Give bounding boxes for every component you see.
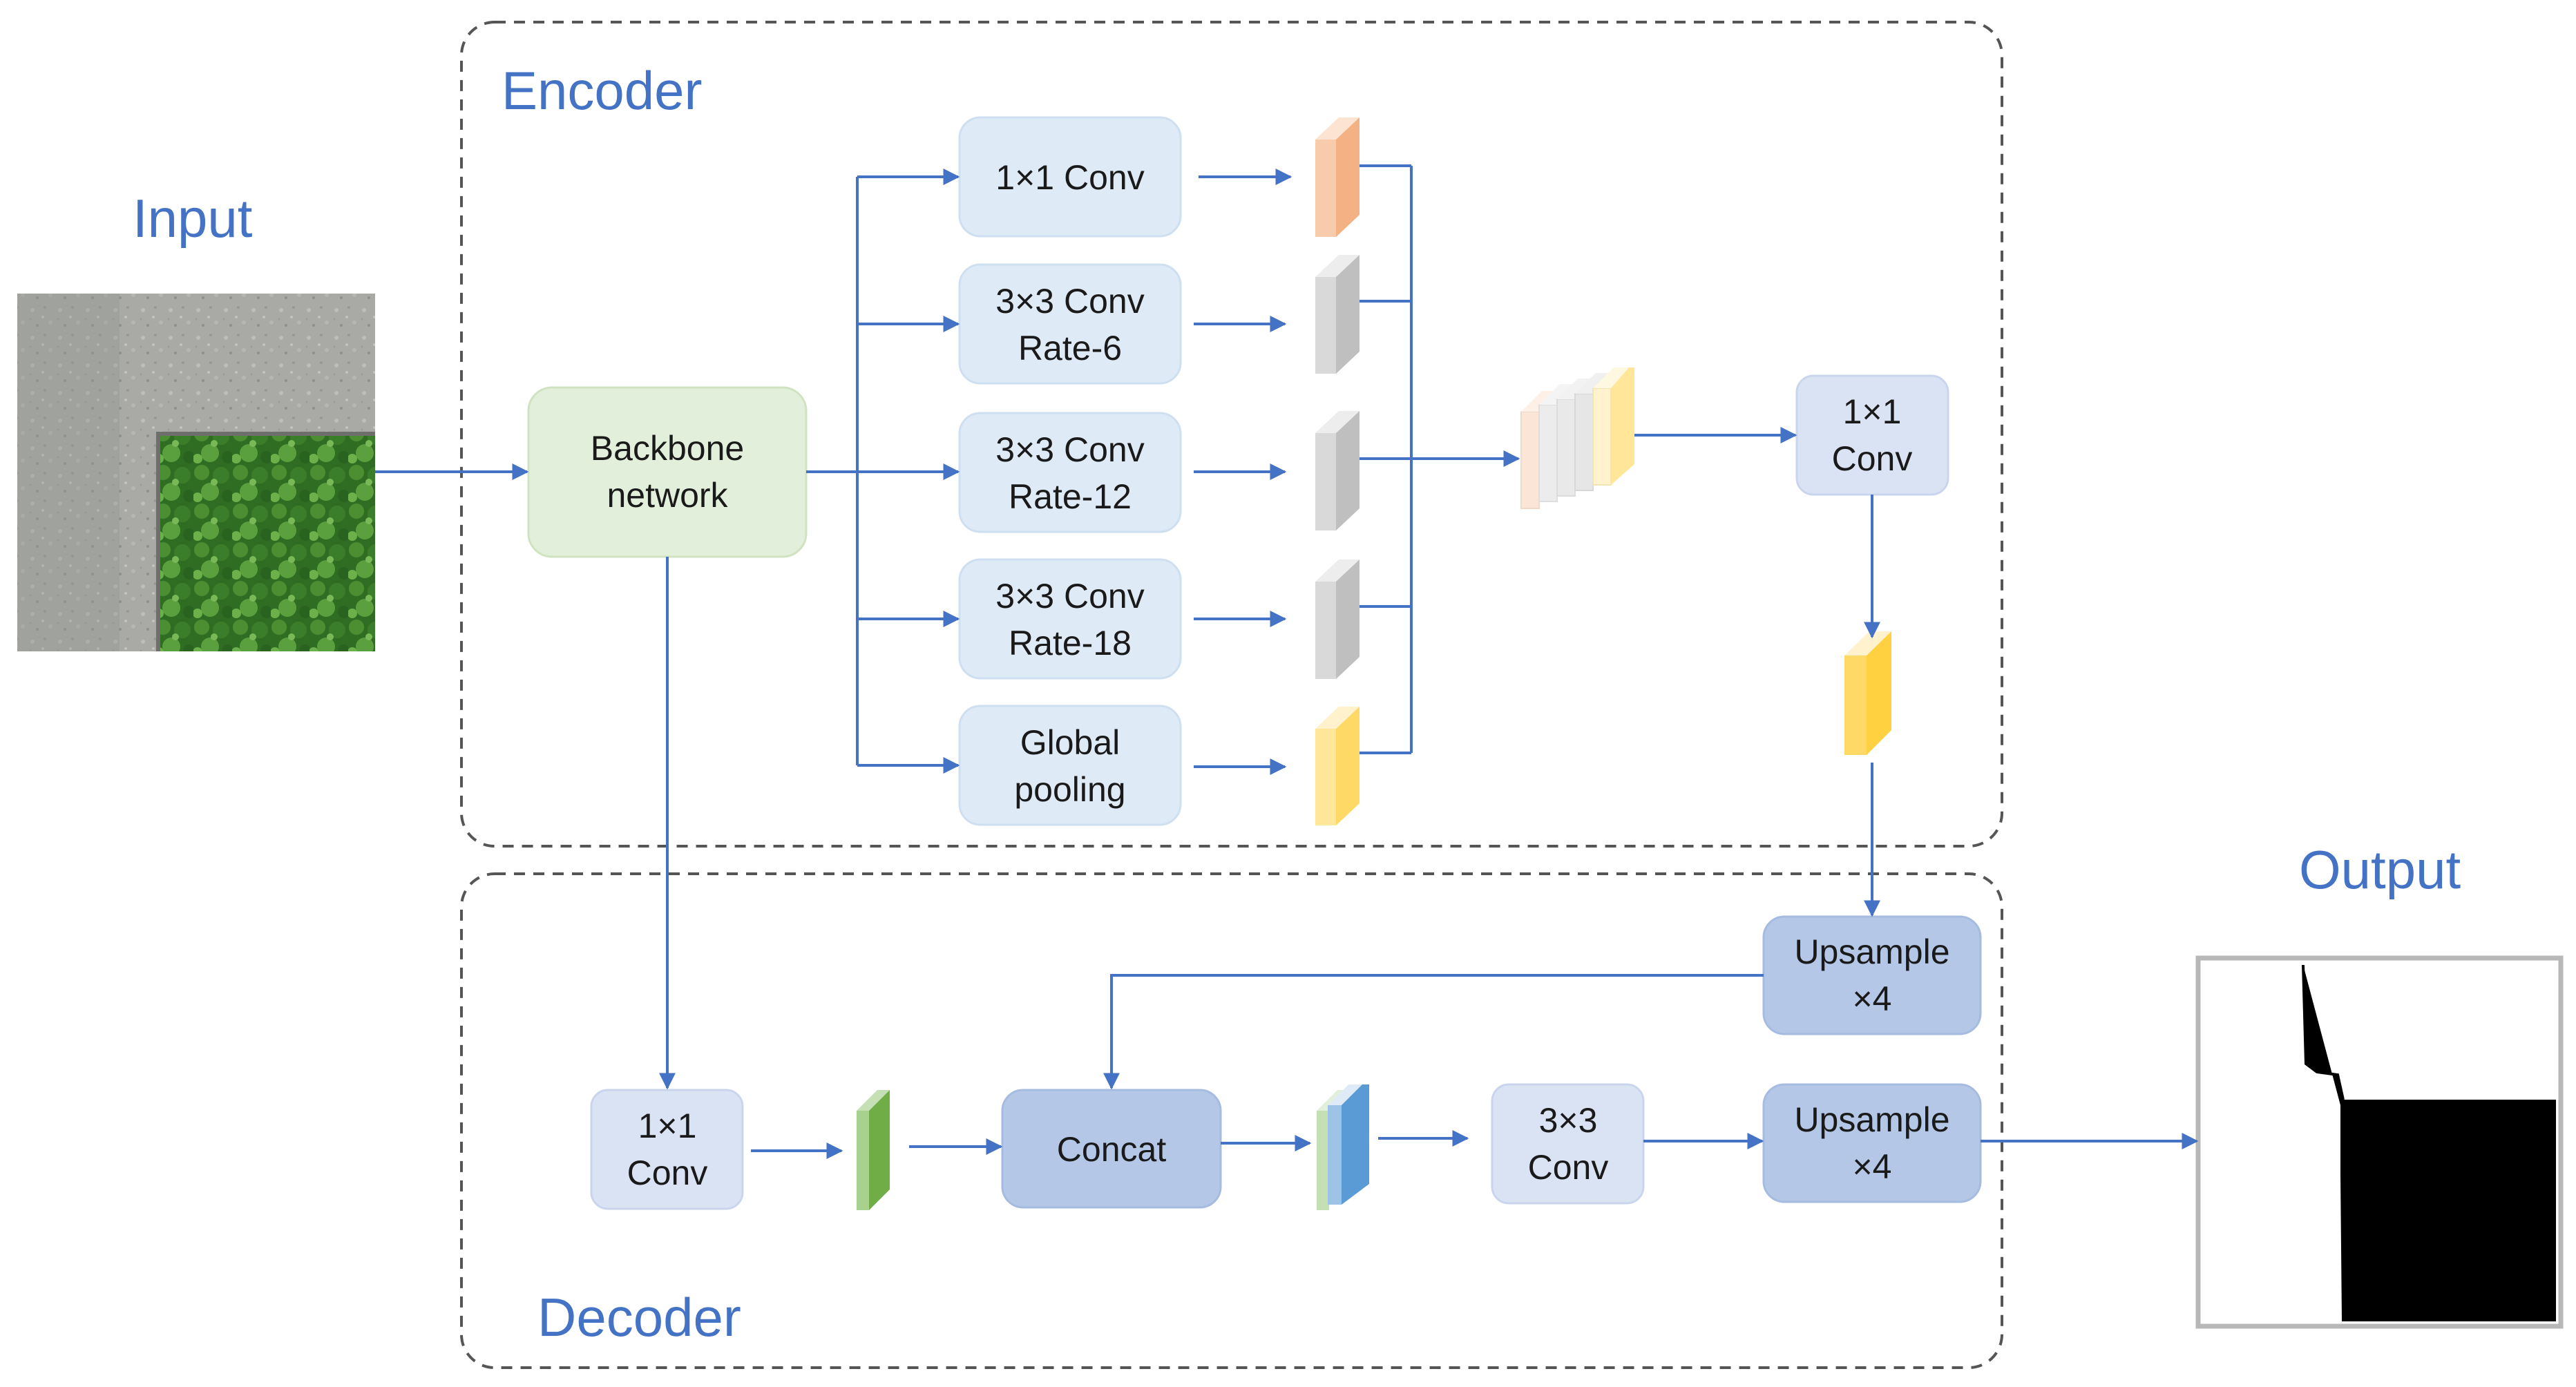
- feature-map-gray-1: [1315, 255, 1359, 374]
- conv-3x3-rate6-label-line1: 3×3 Conv: [995, 282, 1144, 321]
- conv-3x3-rate18-block: 3×3 Conv Rate-18: [958, 558, 1182, 680]
- global-pooling-label-line1: Global: [1020, 723, 1120, 762]
- encoder-label: Encoder: [502, 60, 703, 121]
- encoder-conv-1x1-label-line1: 1×1: [1843, 392, 1902, 431]
- conv-1x1-block: 1×1 Conv: [958, 116, 1182, 238]
- output-label: Output: [2299, 839, 2461, 900]
- decoder-conv-3x3-block: 3×3 Conv: [1491, 1083, 1645, 1205]
- encoder-frame: [460, 21, 2003, 848]
- arrow-upsample-to-concat: [1103, 974, 1764, 1090]
- upsample-top-block: Upsample ×4: [1762, 915, 1982, 1035]
- conv-3x3-rate6-label-line2: Rate-6: [1018, 329, 1122, 367]
- conv-3x3-rate12-label-line1: 3×3 Conv: [995, 430, 1144, 469]
- upsample-bottom-label-line1: Upsample: [1794, 1100, 1949, 1139]
- decoder-conv-3x3-label-line2: Conv: [1528, 1148, 1609, 1187]
- concat-block: Concat: [1001, 1089, 1222, 1209]
- feature-map-gray-2: [1315, 411, 1359, 530]
- upsample-bottom-block: Upsample ×4: [1762, 1083, 1982, 1203]
- upsample-top-label-line2: ×4: [1852, 979, 1891, 1018]
- feature-map-yellow: [1315, 707, 1359, 825]
- concat-label: Concat: [1057, 1130, 1167, 1169]
- feature-map-orange: [1315, 117, 1359, 237]
- conv-3x3-rate18-label-line2: Rate-18: [1009, 624, 1132, 662]
- feature-map-green: [857, 1090, 890, 1210]
- decoder-conv-1x1-block: 1×1 Conv: [590, 1089, 744, 1210]
- backbone-network-block: Backbone network: [527, 386, 808, 558]
- conv-3x3-rate18-label-line1: 3×3 Conv: [995, 577, 1144, 615]
- input-label: Input: [133, 188, 253, 249]
- decoder-label: Decoder: [537, 1287, 741, 1348]
- feature-map-encoder-output: [1844, 631, 1891, 755]
- connectors: [375, 164, 2199, 1159]
- decoder-conv-1x1-label-line1: 1×1: [638, 1107, 697, 1145]
- backbone-label-line2: network: [607, 476, 728, 515]
- decoder-conv-3x3-label-line1: 3×3: [1539, 1101, 1598, 1140]
- conv-3x3-rate6-block: 3×3 Conv Rate-6: [958, 263, 1182, 385]
- global-pooling-label-line2: pooling: [1014, 770, 1125, 809]
- encoder-conv-1x1-block: 1×1 Conv: [1795, 374, 1949, 496]
- decoder-conv-1x1-label-line2: Conv: [627, 1154, 708, 1192]
- feature-map-green-blue: [1317, 1084, 1369, 1210]
- conv-1x1-label: 1×1 Conv: [995, 158, 1144, 197]
- backbone-label-line1: Backbone: [591, 429, 744, 468]
- feature-map-gray-3: [1315, 559, 1359, 679]
- input-image: [17, 294, 375, 651]
- conv-3x3-rate12-block: 3×3 Conv Rate-12: [958, 412, 1182, 533]
- feature-map-stack: [1520, 367, 1634, 509]
- upsample-top-label-line1: Upsample: [1794, 932, 1949, 971]
- conv-3x3-rate12-label-line2: Rate-12: [1009, 477, 1132, 516]
- decoder-frame: [460, 872, 2003, 1369]
- encoder-conv-1x1-label-line2: Conv: [1832, 439, 1913, 478]
- global-pooling-block: Global pooling: [958, 705, 1182, 826]
- upsample-bottom-label-line2: ×4: [1852, 1147, 1891, 1186]
- output-mask: [2195, 955, 2564, 1329]
